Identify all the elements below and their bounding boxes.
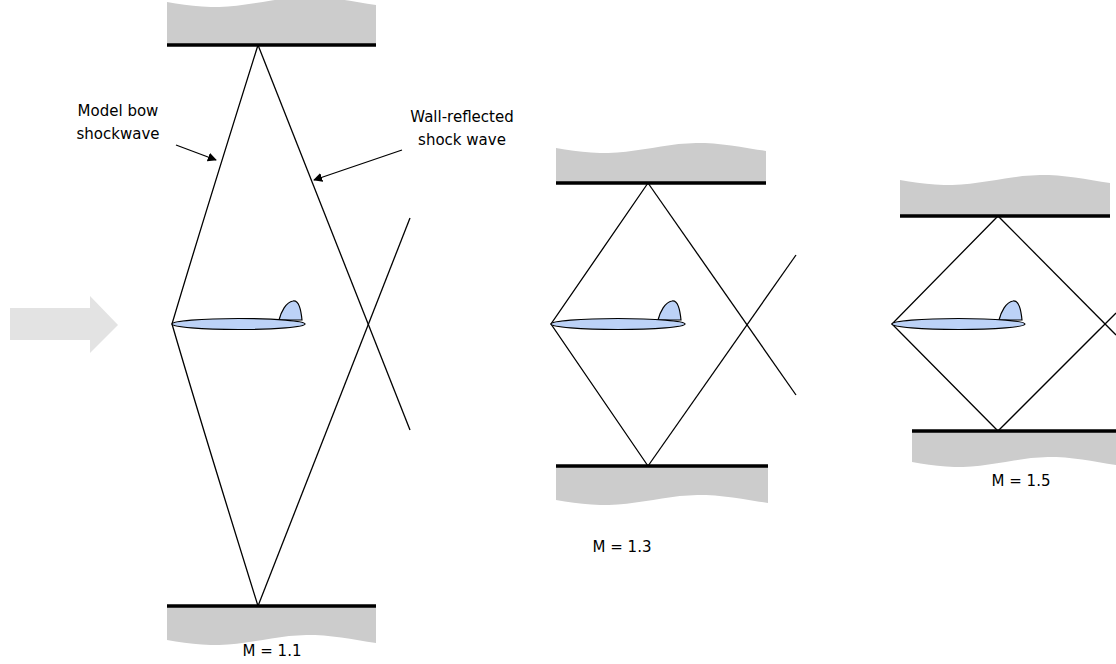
mach-number: M = 1.3 xyxy=(593,536,652,559)
wall-ground xyxy=(912,431,1116,467)
wall-ground xyxy=(900,175,1110,216)
tunnel-wall xyxy=(556,464,768,468)
aircraft-model xyxy=(172,301,1025,330)
callout-label: Model bow shockwave xyxy=(58,100,178,145)
wall-ground xyxy=(556,466,768,505)
mach-number: M = 1.5 xyxy=(992,470,1051,493)
wall-ground xyxy=(167,0,376,45)
tunnel-wall xyxy=(556,181,766,185)
flow-arrow xyxy=(10,296,118,353)
tunnel-wall xyxy=(900,214,1110,218)
shock-lines xyxy=(172,45,1116,606)
mach-number: M = 1.1 xyxy=(243,640,302,663)
wall-ground xyxy=(556,143,766,183)
tunnel-wall xyxy=(167,604,376,608)
tunnel-wall xyxy=(167,43,376,47)
tunnel-wall xyxy=(912,429,1116,433)
tunnel-walls xyxy=(167,0,1116,645)
wall-ground xyxy=(167,606,376,645)
callout-label: Wall-reflected shock wave xyxy=(402,106,522,151)
